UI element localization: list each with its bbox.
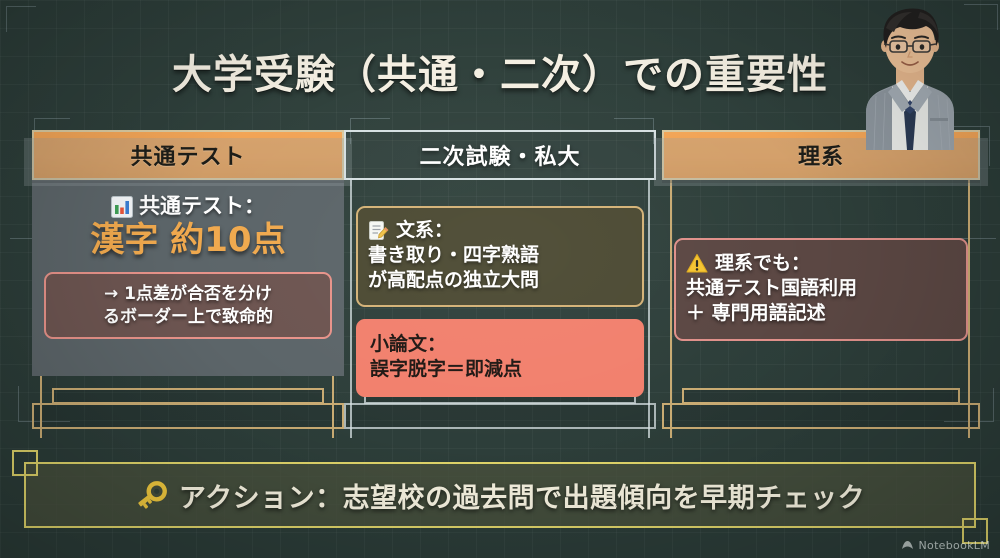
- deco-bracket-right-mid: [944, 238, 996, 239]
- deco-bracket-top-right: [964, 4, 998, 30]
- note-line: が高配点の独立大問: [368, 269, 540, 292]
- header-shadow-plate: [24, 138, 352, 186]
- pillar-rail-right: [648, 180, 650, 438]
- action-corner-bottom-right: [962, 518, 988, 544]
- action-corner-top-left: [12, 450, 38, 476]
- notebooklm-watermark: NotebookLM: [901, 539, 990, 552]
- deco-bracket-col1-base: [18, 386, 70, 422]
- pillar-rail-left: [350, 180, 352, 438]
- page-title: 大学受験（共通・二次）での重要性: [0, 42, 1000, 100]
- warning-icon: [686, 253, 708, 274]
- column-header-label: 理系: [797, 145, 844, 170]
- column-header-common-test: 共通テスト: [24, 130, 352, 186]
- note-line: → 1点差が合否を分け: [104, 284, 272, 305]
- pedestal-bottom-bar: [344, 403, 656, 429]
- note-head: 文系：: [368, 218, 632, 243]
- note-line: 書き取り・四字熟語: [368, 244, 540, 267]
- pedestal-science: [662, 388, 980, 434]
- note-box-essay: 小論文： 誤字脱字＝即減点: [356, 319, 644, 398]
- column-body-common-test: 共通テスト： 漢字 約10点 → 1点差が合否を分け るボーダー上で致命的: [32, 180, 344, 376]
- action-text: アクション：志望校の過去問で出題傾向を早期チェック: [178, 482, 866, 514]
- action-callout-bar: アクション：志望校の過去問で出題傾向を早期チェック: [24, 462, 976, 528]
- pedestal-top-bar: [52, 388, 324, 404]
- column-header-secondary-private: 二次試験・私大: [344, 130, 656, 180]
- note-line: 誤字脱字＝即減点: [370, 358, 523, 381]
- note-line: 共通テスト国語利用: [686, 277, 858, 300]
- note-head-text: 小論文：: [370, 333, 447, 356]
- notebooklm-logo-icon: [901, 539, 914, 552]
- note-head: 理系でも：: [686, 251, 956, 276]
- note-head-text: 理系でも：: [715, 252, 811, 274]
- memo-icon: [368, 220, 389, 241]
- column-secondary-private: 二次試験・私大 文系：: [344, 130, 656, 438]
- presenter-avatar: [830, 0, 990, 151]
- lead-line-text: 共通テスト：: [139, 194, 265, 218]
- bar-chart-icon: [111, 195, 133, 218]
- deco-line-top-left: [6, 6, 36, 32]
- stat-kanji-points: 漢字 約10点: [90, 220, 286, 261]
- note-box-humanities: 文系： 書き取り・四字熟語 が高配点の独立大問: [356, 206, 644, 308]
- presenter-illustration: [866, 8, 954, 151]
- lead-line-common-test: 共通テスト：: [44, 194, 332, 219]
- pillar-rail-left: [670, 180, 672, 438]
- pedestal-bottom-bar: [662, 403, 980, 429]
- note-box-science-warning: 理系でも： 共通テスト国語利用 ＋ 専門用語記述: [674, 238, 968, 342]
- column-body-science: 理系でも： 共通テスト国語利用 ＋ 専門用語記述: [662, 180, 980, 376]
- pedestal-bottom-bar: [32, 403, 344, 429]
- deco-bracket-col3-right: [946, 126, 990, 166]
- watermark-label: NotebookLM: [918, 539, 990, 552]
- pillar-rail-right: [968, 180, 970, 438]
- column-header-label: 二次試験・私大: [419, 145, 581, 170]
- page-title-text: 大学受験（共通・二次）での重要性: [172, 52, 828, 98]
- column-body-secondary-private: 文系： 書き取り・四字熟語 が高配点の独立大問 小論文： 誤字脱字＝即減点: [344, 180, 656, 409]
- key-icon: [135, 480, 169, 510]
- note-head: 小論文：: [370, 332, 630, 357]
- note-head-text: 文系：: [396, 219, 454, 241]
- column-common-test: 共通テスト 共通テスト： 漢字 約10点 → 1点差が合否を分け るボーダー上で…: [24, 130, 352, 438]
- note-line: ＋ 専門用語記述: [686, 302, 826, 325]
- column-science: 理系 理系でも： 共通テスト国語利用 ＋ 専門用語記述: [654, 130, 988, 438]
- column-header-label: 共通テスト: [130, 145, 246, 170]
- note-box-border-warning: → 1点差が合否を分け るボーダー上で致命的: [44, 272, 332, 340]
- pedestal-top-bar: [682, 388, 960, 404]
- pedestal-common-test: [32, 388, 344, 434]
- note-line: るボーダー上で致命的: [103, 306, 273, 327]
